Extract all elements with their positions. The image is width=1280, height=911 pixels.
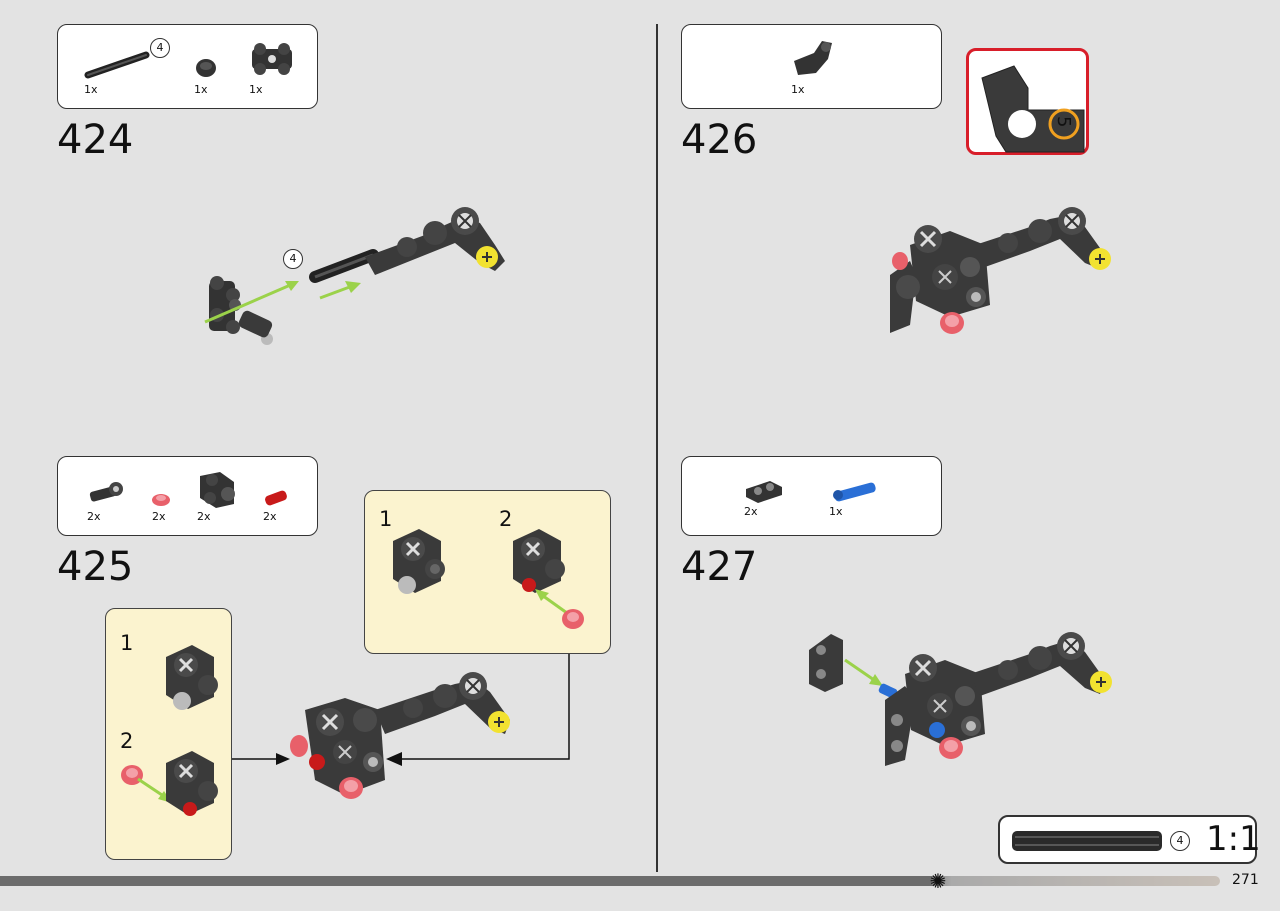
part-qty: 2x	[87, 510, 101, 523]
substep-box-lower: 1 2	[105, 608, 232, 860]
axle-4-icon	[84, 51, 150, 79]
step-426-model	[890, 207, 1111, 334]
bush-icon	[196, 59, 216, 77]
parts-box-424: 4 1x 1x 1x	[57, 24, 318, 109]
substep-label: 1	[379, 507, 393, 531]
angle-connector-icon	[794, 41, 832, 75]
substep-label: 2	[120, 729, 134, 753]
step-number-424: 424	[57, 117, 134, 163]
parts-box-426: 1x	[681, 24, 942, 109]
svg-text:5: 5	[1053, 116, 1074, 127]
part-qty: 2x	[263, 510, 277, 523]
step-number-425: 425	[57, 544, 134, 590]
progress-marker-icon: ✺	[929, 869, 947, 893]
highlight-callout: 5	[966, 48, 1089, 155]
parts-box-427: 2x 1x	[681, 456, 942, 536]
step-424-model	[204, 207, 505, 345]
step-425-model	[290, 672, 510, 799]
connector-block-icon	[200, 472, 235, 508]
substep-connector-part	[393, 529, 445, 594]
substep-connector-part	[166, 645, 218, 710]
substep-label: 1	[120, 631, 134, 655]
length-callout: 4	[150, 38, 170, 58]
part-qty: 1x	[194, 83, 208, 96]
page-divider	[656, 24, 658, 872]
red-bush-icon	[152, 494, 170, 506]
part-qty: 2x	[152, 510, 166, 523]
angle-connector-detail-icon: 5	[981, 65, 1085, 153]
page-number: 271	[1232, 872, 1259, 888]
cross-block-icon	[252, 43, 292, 75]
progress-bar	[0, 876, 1220, 886]
axle-actual-size-icon	[1012, 831, 1162, 851]
scale-ratio: 1:1	[1206, 819, 1261, 859]
substep-label: 2	[499, 507, 513, 531]
plate-icon	[746, 481, 782, 503]
substep-connector-with-bush	[121, 751, 218, 816]
step-427-model	[809, 632, 1112, 766]
substep-connector-with-pin	[513, 529, 584, 629]
blue-pin-icon	[833, 482, 876, 502]
scale-length-callout: 4	[1170, 831, 1190, 851]
part-qty: 1x	[249, 83, 263, 96]
step-number-426: 426	[681, 117, 758, 163]
part-qty: 1x	[84, 83, 98, 96]
substep-box-upper: 1 2	[364, 490, 611, 654]
parts-box-425: 2x 2x 2x 2x	[57, 456, 318, 536]
part-qty: 2x	[197, 510, 211, 523]
step-number-427: 427	[681, 544, 758, 590]
scale-reference-box: 4 1:1	[998, 815, 1261, 864]
part-qty: 2x	[744, 505, 758, 518]
beam-pin-icon	[89, 482, 123, 502]
connector-arrows-425	[232, 654, 570, 766]
red-pin-icon	[265, 490, 287, 506]
part-qty: 1x	[829, 505, 843, 518]
model-length-callout: 4	[283, 249, 303, 269]
part-qty: 1x	[791, 83, 805, 96]
cross-block-part	[209, 276, 273, 345]
